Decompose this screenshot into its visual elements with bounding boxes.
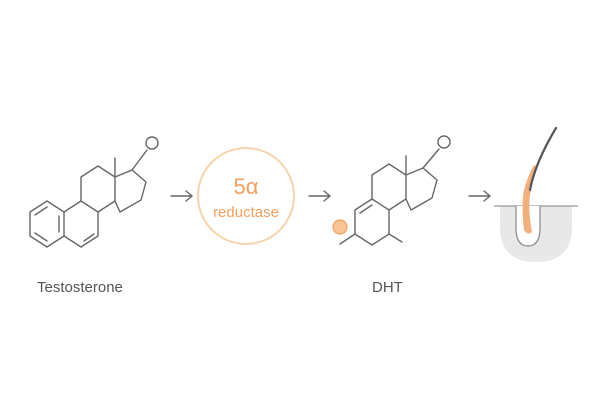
dht-hydroxyl-bond <box>422 148 440 169</box>
dht-ketone-dot <box>332 219 348 235</box>
ring-c <box>80 165 116 213</box>
dht-hydroxyl-circle <box>437 135 451 149</box>
hair-shaft <box>528 126 558 192</box>
right-arrow-icon <box>170 190 193 202</box>
right-arrow-icon <box>308 190 331 202</box>
enzyme-symbol: 5α <box>234 174 259 199</box>
ring-a-double-bond <box>34 232 48 242</box>
enzyme-name: reductase <box>213 204 279 221</box>
enzyme-circle <box>197 147 295 245</box>
ring-a-double-bond <box>34 206 48 216</box>
dht-ring-b <box>354 198 390 246</box>
hydroxyl-bond <box>131 149 148 171</box>
ring-b-double-bond <box>83 233 95 242</box>
hair-root <box>522 165 538 234</box>
ring-b <box>63 200 99 248</box>
dht-ring-c <box>371 163 407 211</box>
dht-ring-d <box>405 167 438 211</box>
testosterone-label: Testosterone <box>37 279 123 296</box>
ring-d <box>114 169 147 213</box>
dht-chain <box>388 233 403 243</box>
hydroxyl-circle <box>145 136 159 150</box>
dht-molecule <box>339 135 451 246</box>
hair-follicle-icon <box>494 126 578 262</box>
dht-label: DHT <box>372 279 403 296</box>
dht-ring-a-fragment <box>339 233 356 245</box>
dht-ring-b-double-bond <box>359 204 373 214</box>
testosterone-molecule <box>29 136 159 248</box>
right-arrow-icon <box>468 190 491 202</box>
